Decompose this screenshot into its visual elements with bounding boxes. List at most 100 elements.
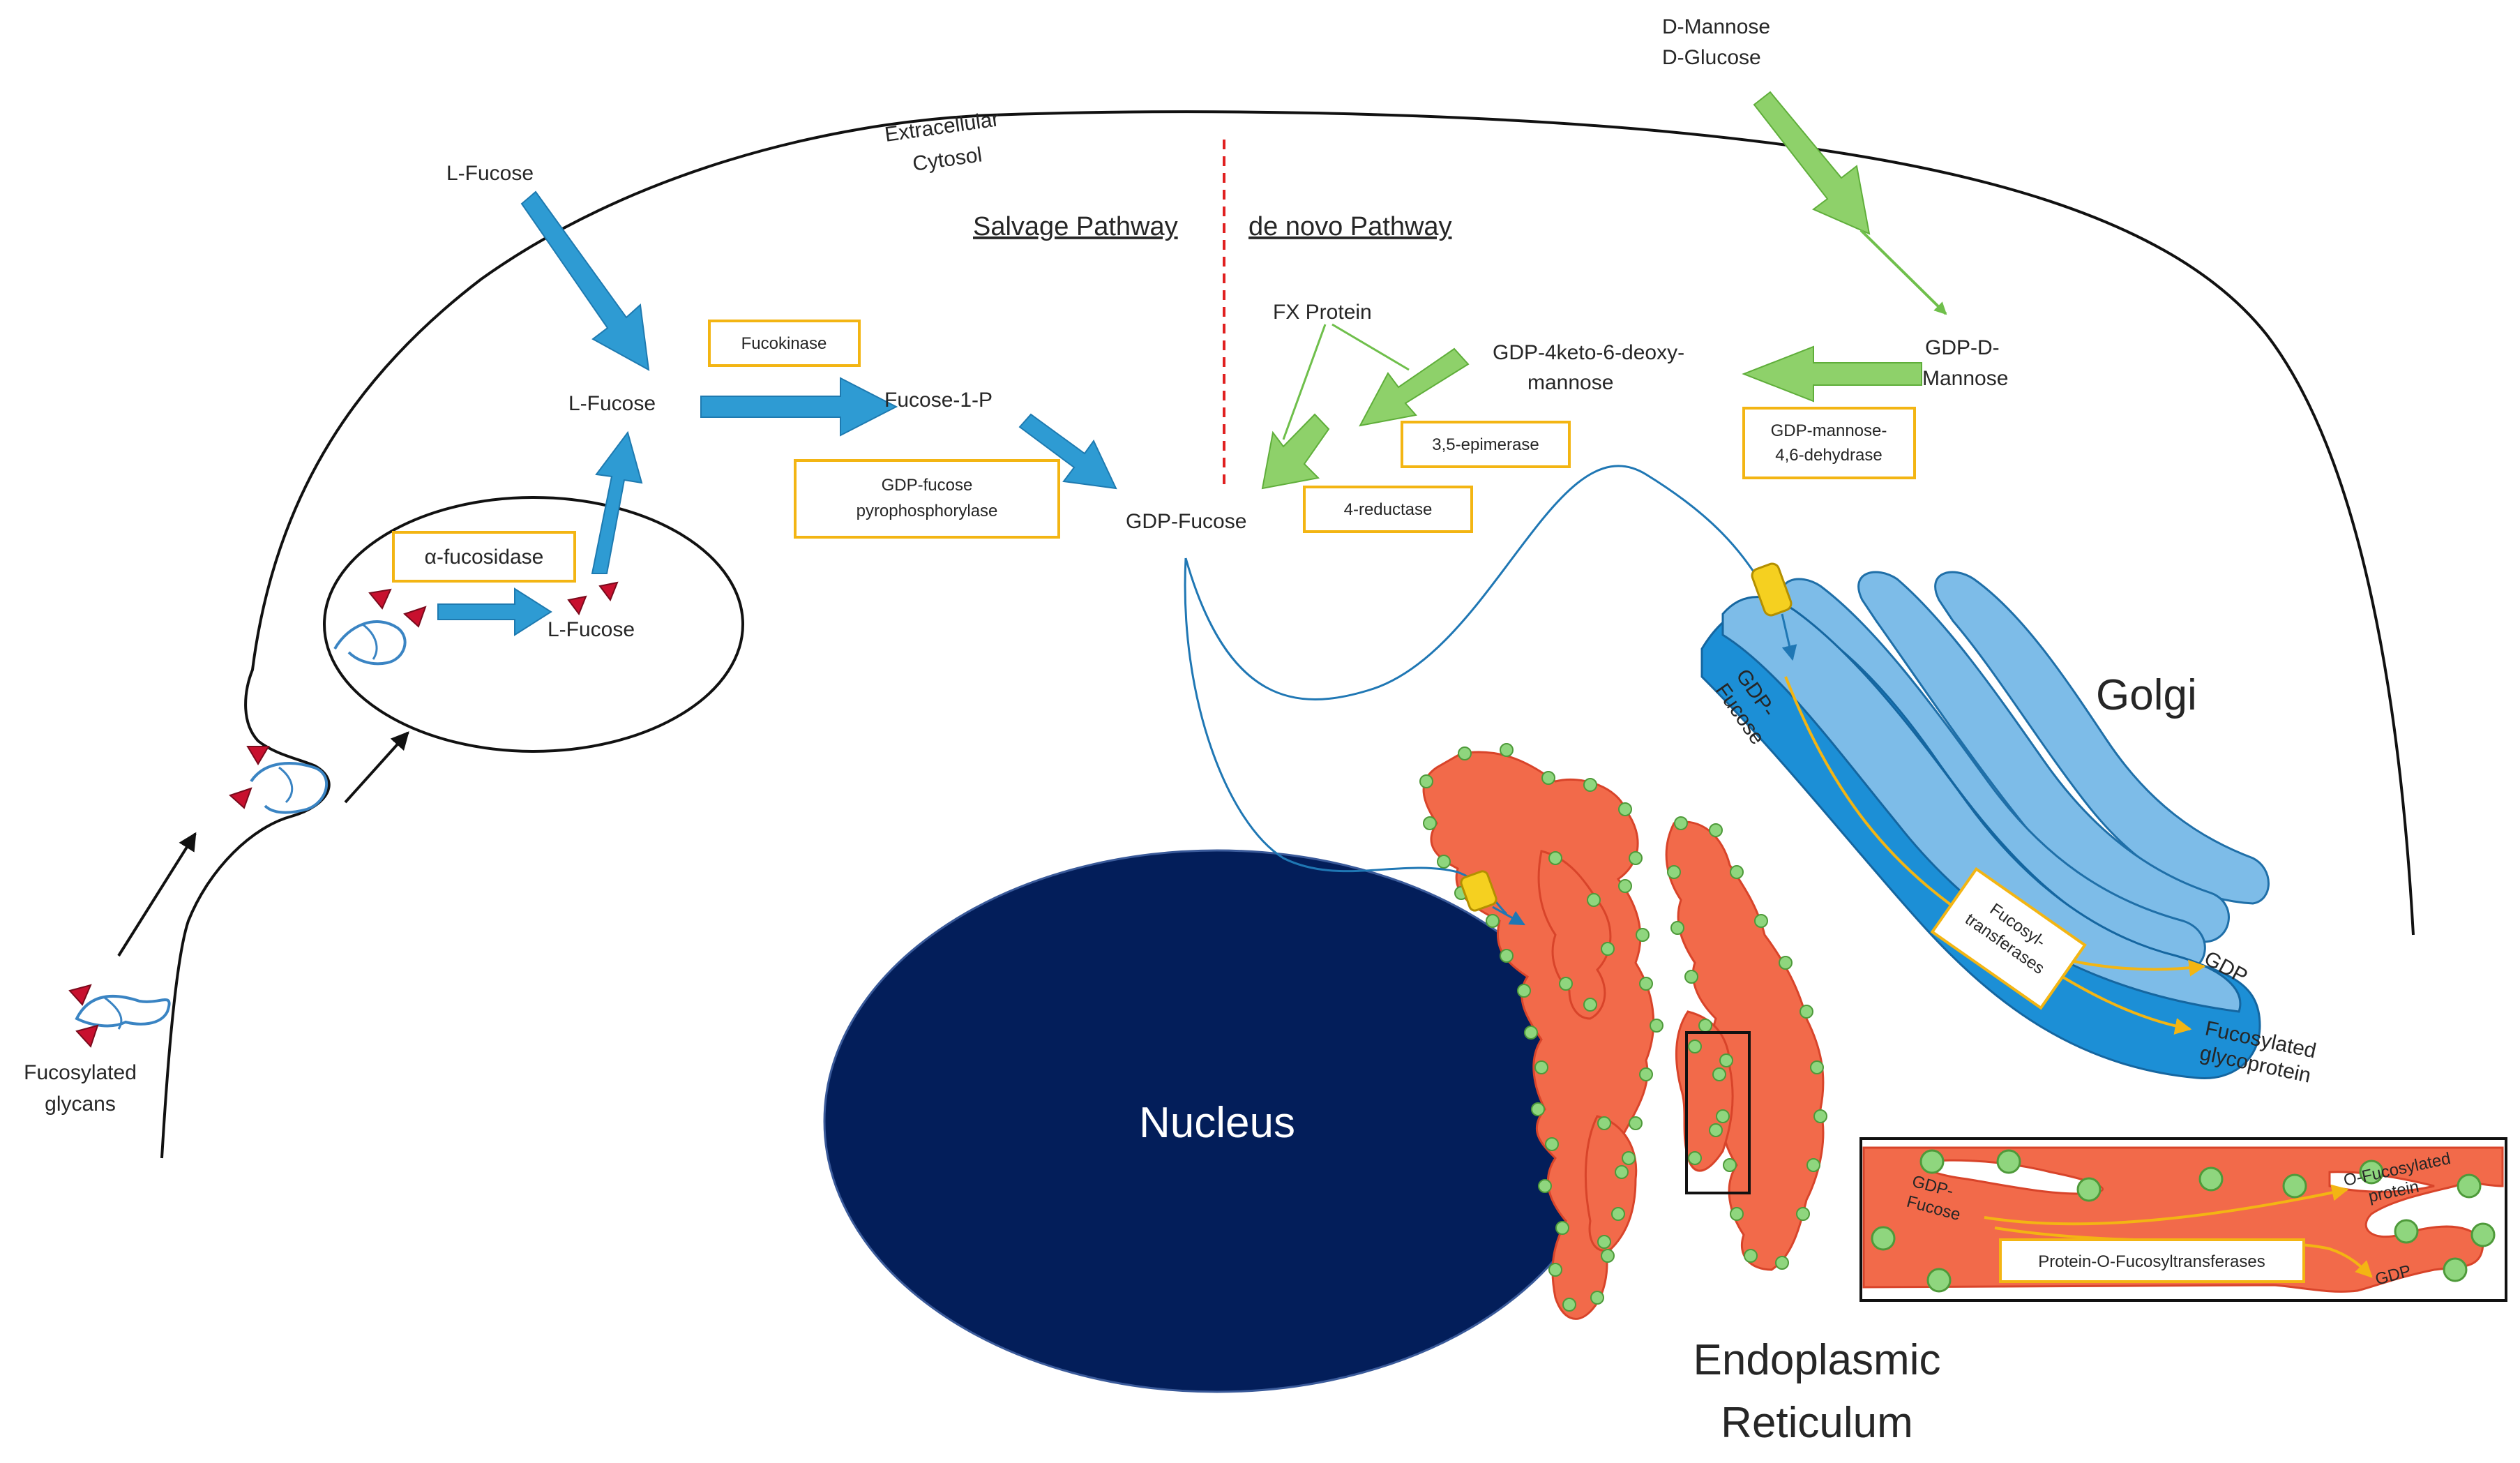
ribosome-dot xyxy=(1548,1263,1562,1277)
ribosome-dot xyxy=(1597,1235,1611,1249)
ribosome-dot xyxy=(1698,1019,1712,1033)
inset-arrow-protein xyxy=(1984,1184,2349,1226)
ribosome-dot xyxy=(1810,1060,1824,1074)
ribosome-dot xyxy=(1437,855,1451,869)
ribosome-dot xyxy=(1486,914,1500,928)
fx-protein-label: FX Protein xyxy=(1273,301,1372,324)
gdp-4keto-label: GDP-4keto-6-deoxy- xyxy=(1493,341,1684,364)
ribosome-dot xyxy=(1674,816,1688,830)
ribosome-dot xyxy=(1419,774,1433,788)
ribosome-dot xyxy=(1779,956,1793,970)
ribosome-dot xyxy=(2443,1257,2468,1282)
svg-text:4-reductase: 4-reductase xyxy=(1344,500,1433,519)
ribosome-dot xyxy=(1800,1005,1813,1019)
l-fucose-cytosol-label: L-Fucose xyxy=(568,392,656,415)
svg-text:Fucokinase: Fucokinase xyxy=(741,334,827,353)
ribosome-dot xyxy=(1688,1040,1702,1053)
ribosome-dot xyxy=(1618,802,1632,816)
ribosome-dot xyxy=(1618,879,1632,893)
ribosome-dot xyxy=(2076,1177,2102,1202)
cytosol-label: Cytosol xyxy=(911,143,983,176)
ribosome-dot xyxy=(1670,921,1684,935)
er-zoom-box xyxy=(1685,1031,1751,1194)
ribosome-dot xyxy=(1587,893,1601,907)
svg-text:3,5-epimerase: 3,5-epimerase xyxy=(1432,435,1539,454)
cell-membrane xyxy=(160,110,2415,1159)
ribosome-dot xyxy=(2359,1160,2384,1185)
gdp-d-mannose-label-line2: Mannose xyxy=(1922,367,2008,390)
ribosome-dot xyxy=(1545,1137,1559,1151)
ribosome-dot xyxy=(1996,1149,2021,1174)
ribosome-dot xyxy=(1611,1207,1625,1221)
ribosome-dot xyxy=(1723,1158,1737,1172)
ribosome-dot xyxy=(1615,1165,1629,1179)
arrow-to-gdp-fucose xyxy=(1018,413,1117,490)
transport-line-golgi xyxy=(1184,465,1773,700)
lysosome xyxy=(323,496,744,753)
gdp-mannose-dehydrase-box: GDP-mannose- 4,6-dehydrase xyxy=(1742,407,1916,479)
svg-text:GDP-mannose-: GDP-mannose- xyxy=(1771,421,1887,440)
fucose-1-p-label: Fucose-1-P xyxy=(884,389,993,412)
ribosome-dot xyxy=(1926,1268,1952,1293)
golgi-label: Golgi xyxy=(2096,671,2197,719)
ribosome-dot xyxy=(1458,746,1472,760)
gdp-d-mannose-label: GDP-D- xyxy=(1925,336,2000,359)
ribosome-dot xyxy=(1730,865,1744,879)
gdp-fucose-pyrophosphorylase-box: GDP-fucose pyrophosphorylase xyxy=(794,459,1060,539)
salvage-arrows xyxy=(437,190,1117,636)
arrow-to-fucose-1-p xyxy=(700,377,898,437)
er-label: Endoplasmic xyxy=(1693,1336,1941,1384)
free-fucose-marker-2 xyxy=(598,581,619,602)
ribosome-dot xyxy=(1709,823,1723,837)
ribosome-dot xyxy=(1538,1179,1552,1193)
ribosome-dot xyxy=(1730,1207,1744,1221)
ribosome-dot xyxy=(1562,1298,1576,1312)
er-label-line2: Reticulum xyxy=(1721,1399,1913,1447)
ribosome-dot xyxy=(2282,1173,2307,1199)
er-import-arrow xyxy=(1492,906,1525,926)
ribosome-dot xyxy=(1636,928,1650,942)
ribosome-dot xyxy=(1775,1256,1789,1270)
gdp-4keto-label-line2: mannose xyxy=(1527,371,1613,394)
protein-o-fucosyltransferases-box: Protein-O-Fucosyltransferases xyxy=(1999,1238,2305,1283)
extracellular-label: Extracellular xyxy=(883,107,1000,147)
arrow-to-gdp-4keto xyxy=(1742,345,1922,403)
gdp-fucose-label: GDP-Fucose xyxy=(1126,510,1246,533)
ribosome-dot xyxy=(1813,1109,1827,1123)
ribosome-dot xyxy=(2457,1173,2482,1199)
ribosome-dot xyxy=(2394,1219,2419,1244)
ribosome-dot xyxy=(1531,1102,1545,1116)
golgi-transporter xyxy=(1751,562,1793,617)
ribosome-dot xyxy=(1524,1026,1538,1040)
ribosome-dot xyxy=(1583,778,1597,792)
nucleus-label: Nucleus xyxy=(1139,1099,1295,1147)
arrow-epimerase-step xyxy=(1359,347,1470,427)
ribosome-dot xyxy=(1629,851,1643,865)
ribosome-dot xyxy=(1629,1116,1643,1130)
fucosylated-glycan-lysosome xyxy=(333,588,427,666)
ribosome-dot xyxy=(2470,1222,2496,1247)
reductase-box: 4-reductase xyxy=(1303,486,1473,533)
ribosome-dot xyxy=(1583,998,1597,1012)
golgi-import-arrow xyxy=(1781,613,1797,661)
salvage-pathway-heading: Salvage Pathway xyxy=(973,212,1178,241)
alpha-fucosidase-box: α-fucosidase xyxy=(392,531,576,583)
ribosome-dot xyxy=(1548,851,1562,865)
ribosome-dot xyxy=(1719,1053,1733,1067)
ribosome-dot xyxy=(1754,914,1768,928)
ribosome-dot xyxy=(2198,1166,2224,1192)
svg-text:4,6-dehydrase: 4,6-dehydrase xyxy=(1775,446,1882,465)
ribosome-dot xyxy=(1684,970,1698,984)
ribosome-dot xyxy=(1744,1249,1758,1263)
arrow-lysosome-export xyxy=(591,430,643,574)
fx-protein-link-2 xyxy=(1331,323,1410,371)
arrow-lysosome-release xyxy=(437,587,552,636)
ribosome-dot xyxy=(1534,1060,1548,1074)
de-novo-pathway-heading: de novo Pathway xyxy=(1248,212,1452,241)
ribosome-dot xyxy=(1541,771,1555,785)
fucosylated-glycans-label-line2: glycans xyxy=(45,1093,116,1116)
l-fucose-outside-label: L-Fucose xyxy=(446,162,534,185)
ribosome-dot xyxy=(1559,977,1573,991)
l-fucose-lysosome-label: L-Fucose xyxy=(548,618,635,641)
ribosome-dot xyxy=(1622,1151,1636,1165)
